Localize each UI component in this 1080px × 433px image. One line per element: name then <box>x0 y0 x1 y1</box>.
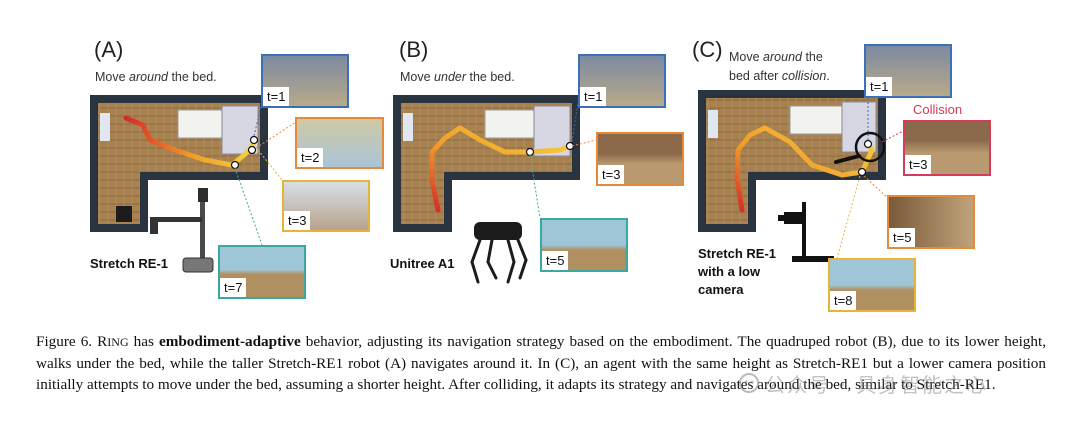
thumb-label: t=8 <box>830 291 857 310</box>
low-camera-robot-icon <box>778 202 834 262</box>
panel-c-task-line1: Move around the <box>729 50 823 64</box>
floorplans <box>90 90 906 284</box>
panel-c-thumb-t3: t=3 <box>903 120 991 176</box>
thumb-label: t=3 <box>905 155 932 174</box>
panel-a-letter: (A) <box>94 37 124 62</box>
panel-c-letter: (C) <box>692 37 723 62</box>
panel-c-thumb-t5: t=5 <box>887 195 975 249</box>
robot-name-c-line3: camera <box>698 282 744 297</box>
thumb-label: t=5 <box>542 251 569 270</box>
panel-a-task: Move around the bed. <box>95 70 217 84</box>
panel-a-thumb-t7: t=7 <box>218 245 306 299</box>
panel-a-room <box>90 95 297 246</box>
panel-a-thumb-t1: t=1 <box>261 54 349 108</box>
panel-c-task-line2: bed after collision. <box>729 69 830 83</box>
thumb-label: t=3 <box>284 211 311 230</box>
thumb-label: t=5 <box>889 228 916 247</box>
panel-b-thumb-t3: t=3 <box>596 132 684 186</box>
panel-c-room <box>698 90 906 263</box>
thumb-label: t=3 <box>598 165 625 184</box>
unitree-robot-icon <box>470 222 528 284</box>
robot-name-c-line2: with a low <box>698 264 761 279</box>
wechat-icon <box>739 373 759 393</box>
panel-a-thumb-t2: t=2 <box>295 117 384 169</box>
panel-b-thumb-t5: t=5 <box>540 218 628 272</box>
collision-label: Collision <box>913 102 963 117</box>
thumb-label: t=2 <box>297 148 324 167</box>
panel-b-room <box>393 95 597 232</box>
thumb-label: t=1 <box>263 87 290 106</box>
panel-c-thumb-t8: t=8 <box>828 258 916 312</box>
panel-b-letter: (B) <box>399 37 429 62</box>
panel-c-thumb-t1: t=1 <box>864 44 952 98</box>
thumb-label: t=1 <box>866 77 893 96</box>
panel-a-thumb-t3: t=3 <box>282 180 370 232</box>
robot-name-a: Stretch RE-1 <box>90 256 169 271</box>
watermark: 公众号 · 具身智能之心 <box>765 373 989 397</box>
panel-b-thumb-t1: t=1 <box>578 54 666 108</box>
thumb-label: t=7 <box>220 278 247 297</box>
panel-b-task: Move under the bed. <box>400 70 515 84</box>
robot-name-b: Unitree A1 <box>390 256 455 271</box>
robot-name-c-line1: Stretch RE-1 <box>698 246 777 261</box>
thumb-label: t=1 <box>580 87 607 106</box>
stretch-robot-a-icon <box>150 188 214 273</box>
